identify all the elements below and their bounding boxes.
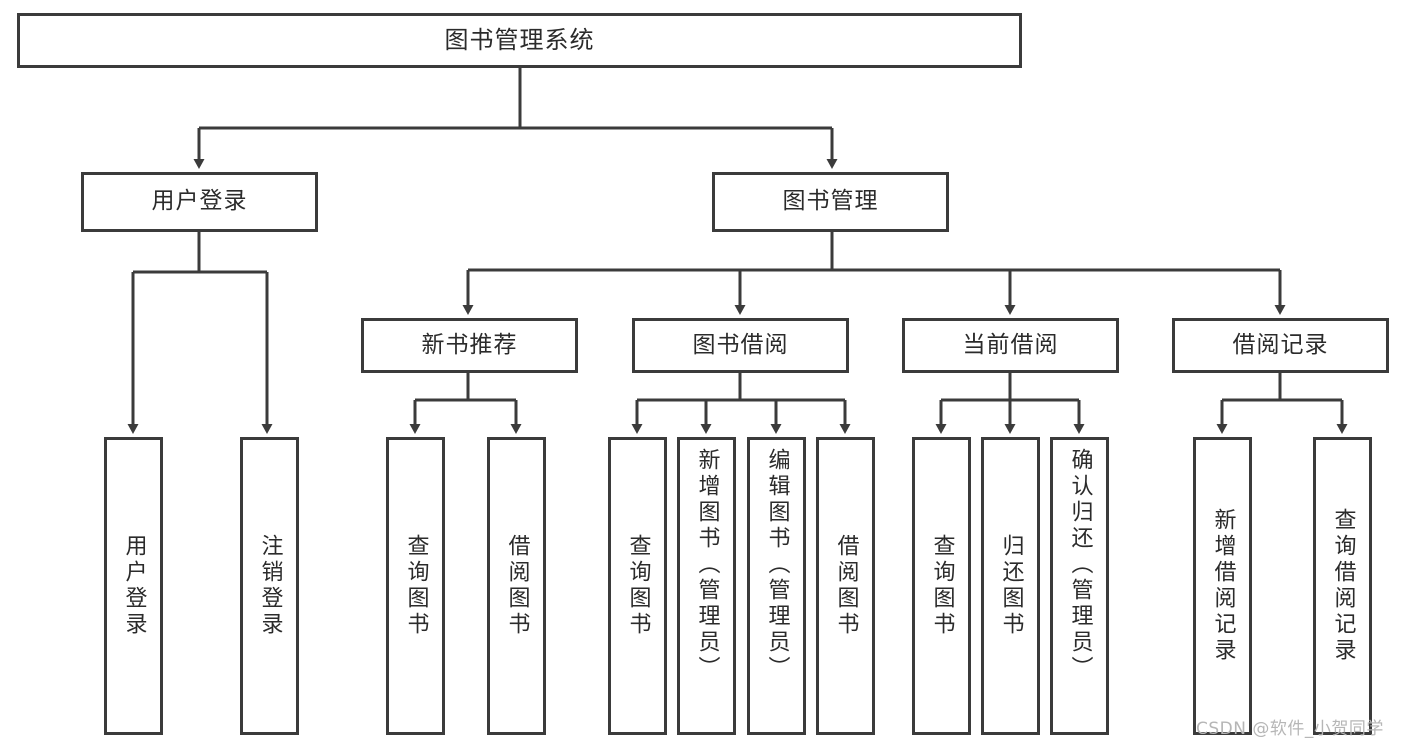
leaf-user-login-login[interactable]: 用户登录 bbox=[104, 437, 163, 735]
leaf-current-borrow-confirm-return[interactable]: 确认归还（管理员） bbox=[1050, 437, 1109, 735]
node-label: 查询借阅记录 bbox=[1330, 508, 1356, 664]
leaf-book-borrow-edit[interactable]: 编辑图书（管理员） bbox=[747, 437, 806, 735]
leaf-current-borrow-return[interactable]: 归还图书 bbox=[981, 437, 1040, 735]
leaf-borrow-record-query[interactable]: 查询借阅记录 bbox=[1313, 437, 1372, 735]
leaf-book-borrow-borrow[interactable]: 借阅图书 bbox=[816, 437, 875, 735]
leaf-book-borrow-add[interactable]: 新增图书（管理员） bbox=[677, 437, 736, 735]
leaf-new-book-borrow[interactable]: 借阅图书 bbox=[487, 437, 546, 735]
node-label: 借阅记录 bbox=[1232, 331, 1329, 358]
node-label: 新增借阅记录 bbox=[1210, 508, 1236, 664]
node-label: 借阅图书 bbox=[833, 534, 859, 638]
node-label: 查询图书 bbox=[403, 534, 429, 638]
leaf-new-book-query[interactable]: 查询图书 bbox=[386, 437, 445, 735]
node-label: 当前借阅 bbox=[962, 331, 1059, 358]
node-label: 注销登录 bbox=[257, 534, 283, 638]
node-label: 图书管理系统 bbox=[444, 26, 595, 55]
node-label: 确认归还（管理员） bbox=[1067, 448, 1093, 682]
node-book-management[interactable]: 图书管理 bbox=[712, 172, 949, 232]
node-borrow-record[interactable]: 借阅记录 bbox=[1172, 318, 1389, 373]
node-new-book-recommend[interactable]: 新书推荐 bbox=[361, 318, 578, 373]
node-label: 编辑图书（管理员） bbox=[764, 448, 790, 682]
leaf-current-borrow-query[interactable]: 查询图书 bbox=[912, 437, 971, 735]
node-user-login[interactable]: 用户登录 bbox=[81, 172, 318, 232]
leaf-book-borrow-query[interactable]: 查询图书 bbox=[608, 437, 667, 735]
node-root-system[interactable]: 图书管理系统 bbox=[17, 13, 1022, 68]
node-label: 用户登录 bbox=[121, 534, 147, 638]
node-book-borrow[interactable]: 图书借阅 bbox=[632, 318, 849, 373]
node-current-borrow[interactable]: 当前借阅 bbox=[902, 318, 1119, 373]
node-label: 图书管理 bbox=[782, 188, 879, 215]
node-label: 用户登录 bbox=[151, 188, 248, 215]
leaf-borrow-record-add[interactable]: 新增借阅记录 bbox=[1193, 437, 1252, 735]
node-label: 新书推荐 bbox=[421, 331, 518, 358]
node-label: 查询图书 bbox=[625, 534, 651, 638]
node-label: 新增图书（管理员） bbox=[694, 448, 720, 682]
csdn-watermark: CSDN @软件_小贺同学 bbox=[1196, 719, 1384, 739]
node-label: 借阅图书 bbox=[504, 534, 530, 638]
node-label: 归还图书 bbox=[998, 534, 1024, 638]
node-label: 查询图书 bbox=[929, 534, 955, 638]
node-label: 图书借阅 bbox=[692, 331, 789, 358]
leaf-user-login-logout[interactable]: 注销登录 bbox=[240, 437, 299, 735]
